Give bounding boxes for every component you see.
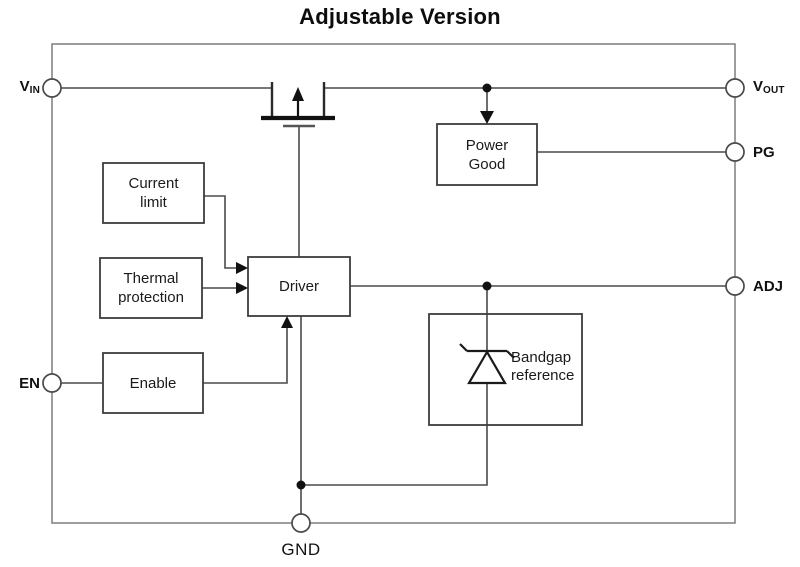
en-pin-terminal bbox=[42, 373, 62, 393]
en-pin-label: EN bbox=[19, 374, 40, 392]
vin-pin-terminal bbox=[42, 78, 62, 98]
thermal-protection-label: Thermal protection bbox=[118, 270, 184, 306]
pmos-transistor-icon bbox=[261, 82, 335, 128]
power-good-label: Power Good bbox=[465, 136, 509, 173]
current-limit-label: Current limit bbox=[128, 175, 179, 211]
gnd-pin-label: GND bbox=[281, 540, 321, 559]
bandgap-block bbox=[428, 313, 583, 426]
adj-pin-label: ADJ bbox=[753, 277, 784, 295]
bandgap-label: Bandgap reference bbox=[511, 349, 575, 384]
enable-block bbox=[102, 352, 204, 414]
diagram-title: Adjustable Version bbox=[299, 4, 501, 29]
junction-dots bbox=[296, 83, 492, 490]
arrowheads bbox=[236, 111, 494, 328]
pg-pin-terminal bbox=[725, 142, 745, 162]
wires bbox=[61, 87, 726, 514]
driver-label: Driver bbox=[279, 278, 319, 295]
zener-diode-icon bbox=[459, 343, 515, 385]
thermal-protection-block bbox=[99, 257, 203, 319]
driver-block bbox=[247, 256, 351, 317]
vout-pin-terminal bbox=[725, 78, 745, 98]
adj-pin-terminal bbox=[725, 276, 745, 296]
current-limit-block bbox=[102, 162, 205, 224]
power-good-block bbox=[436, 123, 538, 186]
enable-label: Enable bbox=[129, 374, 177, 392]
gnd-pin-terminal bbox=[291, 513, 311, 533]
pg-pin-label: PG bbox=[753, 143, 775, 161]
